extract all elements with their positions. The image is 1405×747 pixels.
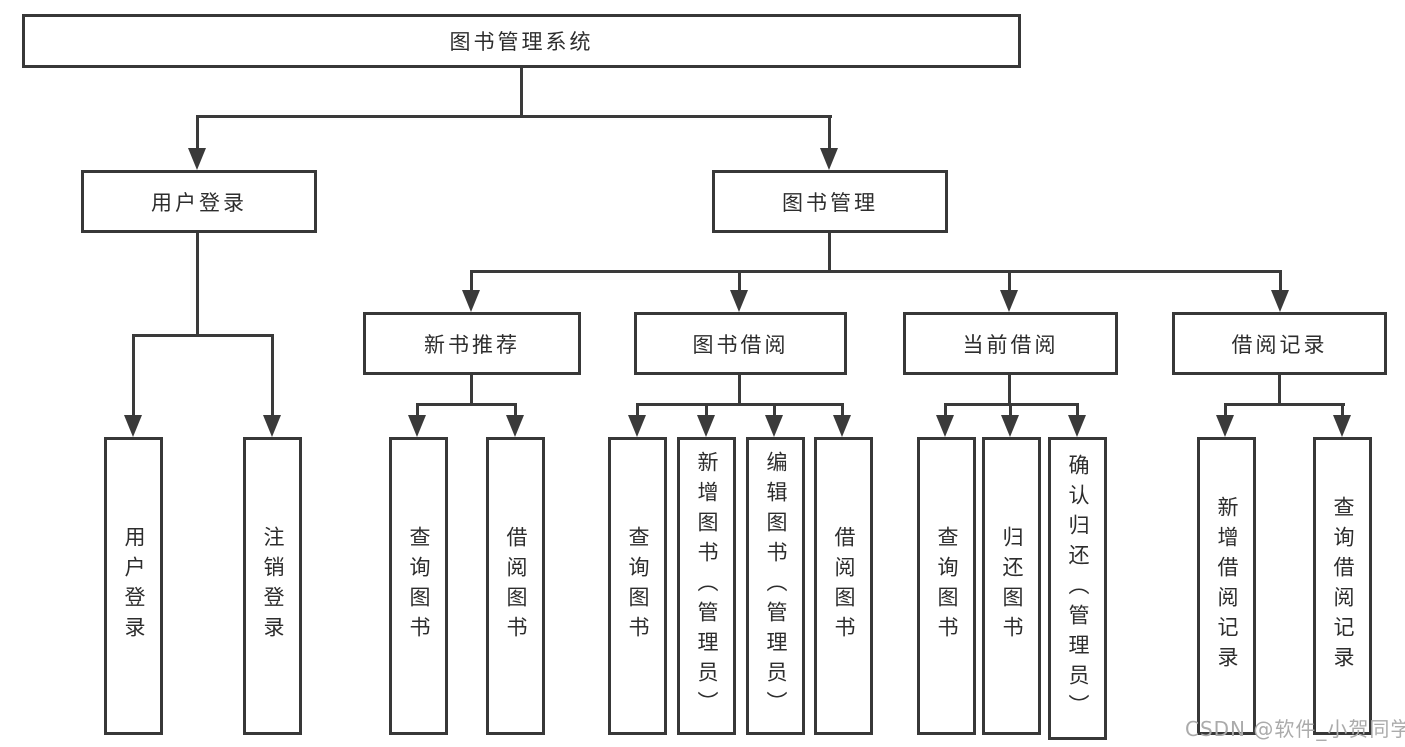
connector-records-bar	[1224, 403, 1345, 406]
leaf-borrow-books-recommend: 借阅图书	[486, 437, 545, 735]
leaf-add-books-admin: 新增图书（管理员）	[677, 437, 736, 735]
arrow-current	[1000, 290, 1018, 312]
node-book-management-label: 图书管理	[782, 190, 878, 215]
arrow-new-book	[462, 290, 480, 312]
connector-cb-leaf1-drop	[944, 403, 947, 416]
arrow-br-leaf2	[1333, 415, 1351, 437]
connector-current-drop	[1008, 270, 1011, 291]
leaf-logout-label: 注销登录	[261, 526, 285, 646]
leaf-query-books-current-label: 查询图书	[935, 526, 959, 646]
connector-br-leaf2-drop	[1341, 403, 1344, 416]
arrow-records	[1271, 290, 1289, 312]
connector-user-login-bar	[132, 334, 274, 337]
node-current-borrowing: 当前借阅	[903, 312, 1118, 375]
leaf-query-books-borrowing: 查询图书	[608, 437, 667, 735]
arrow-cb-leaf2	[1001, 415, 1019, 437]
leaf-query-books-recommend-label: 查询图书	[407, 526, 431, 646]
leaf-query-books-borrowing-label: 查询图书	[626, 526, 650, 646]
leaf-confirm-return-admin-label: 确认归还（管理员）	[1066, 453, 1090, 724]
node-borrowing-records: 借阅记录	[1172, 312, 1387, 375]
leaf-query-books-recommend: 查询图书	[389, 437, 448, 735]
connector-borrowing-drop	[738, 270, 741, 291]
leaf-query-books-current: 查询图书	[917, 437, 976, 735]
leaf-edit-books-admin: 编辑图书（管理员）	[746, 437, 805, 735]
connector-cb-leaf3-drop	[1076, 403, 1079, 416]
arrow-logout-leaf	[263, 415, 281, 437]
arrow-nb-leaf2	[506, 415, 524, 437]
node-root: 图书管理系统	[22, 14, 1021, 68]
arrow-bb-leaf1	[628, 415, 646, 437]
connector-level3-bar	[470, 270, 1282, 273]
leaf-add-borrow-record-label: 新增借阅记录	[1215, 496, 1239, 676]
connector-user-login-stem	[196, 233, 199, 337]
node-user-login: 用户登录	[81, 170, 317, 233]
arrow-cb-leaf3	[1068, 415, 1086, 437]
leaf-query-borrow-record: 查询借阅记录	[1313, 437, 1372, 735]
connector-borrowing-bar	[636, 403, 844, 406]
connector-logout-leaf-drop	[271, 334, 274, 415]
connector-br-leaf1-drop	[1224, 403, 1227, 416]
node-book-borrowing: 图书借阅	[634, 312, 847, 375]
connector-records-drop	[1279, 270, 1282, 291]
connector-book-mgmt-stem	[828, 233, 831, 273]
leaf-borrow-books-recommend-label: 借阅图书	[504, 526, 528, 646]
connector-borrowing-stem	[738, 375, 741, 406]
node-book-borrowing-label: 图书借阅	[692, 332, 789, 357]
node-current-borrowing-label: 当前借阅	[962, 332, 1059, 357]
connector-level2-bar	[196, 115, 832, 118]
leaf-user-login: 用户登录	[104, 437, 163, 735]
arrow-bb-leaf3	[765, 415, 783, 437]
connector-nb-leaf1-drop	[416, 403, 419, 416]
node-user-login-label: 用户登录	[151, 190, 247, 215]
csdn-watermark: CSDN @软件_小贺同学	[1185, 717, 1405, 741]
leaf-return-books-label: 归还图书	[1000, 526, 1024, 646]
arrow-bb-leaf4	[833, 415, 851, 437]
connector-new-book-drop	[470, 270, 473, 291]
arrow-book-mgmt	[820, 148, 838, 170]
connector-bb-leaf2-drop	[705, 403, 708, 416]
leaf-add-borrow-record: 新增借阅记录	[1197, 437, 1256, 735]
node-new-book-recommend: 新书推荐	[363, 312, 581, 375]
leaf-borrow-books-borrowing: 借阅图书	[814, 437, 873, 735]
connector-login-leaf-drop	[132, 334, 135, 415]
connector-cb-leaf2-drop	[1009, 403, 1012, 416]
leaf-edit-books-admin-label: 编辑图书（管理员）	[764, 451, 788, 721]
connector-book-mgmt-drop	[828, 115, 831, 150]
arrow-cb-leaf1	[936, 415, 954, 437]
arrow-user-login	[188, 148, 206, 170]
node-new-book-recommend-label: 新书推荐	[424, 332, 520, 357]
leaf-add-books-admin-label: 新增图书（管理员）	[695, 451, 719, 721]
node-borrowing-records-label: 借阅记录	[1231, 332, 1328, 357]
leaf-query-borrow-record-label: 查询借阅记录	[1331, 496, 1355, 676]
connector-bb-leaf4-drop	[841, 403, 844, 416]
connector-records-stem	[1278, 375, 1281, 406]
leaf-confirm-return-admin: 确认归还（管理员）	[1048, 437, 1107, 740]
leaf-borrow-books-borrowing-label: 借阅图书	[832, 526, 856, 646]
connector-bb-leaf3-drop	[773, 403, 776, 416]
arrow-login-leaf	[124, 415, 142, 437]
connector-root-stem	[520, 68, 523, 118]
connector-current-stem	[1008, 375, 1011, 406]
connector-user-login-drop	[196, 115, 199, 150]
connector-nb-leaf2-drop	[514, 403, 517, 416]
leaf-logout: 注销登录	[243, 437, 302, 735]
node-book-management: 图书管理	[712, 170, 948, 233]
leaf-return-books: 归还图书	[982, 437, 1041, 735]
connector-bb-leaf1-drop	[636, 403, 639, 416]
arrow-nb-leaf1	[408, 415, 426, 437]
node-root-label: 图书管理系统	[449, 30, 594, 54]
arrow-borrowing	[730, 290, 748, 312]
arrow-bb-leaf2	[697, 415, 715, 437]
leaf-user-login-label: 用户登录	[122, 526, 146, 646]
connector-new-book-stem	[470, 375, 473, 406]
arrow-br-leaf1	[1216, 415, 1234, 437]
connector-new-book-bar	[416, 403, 517, 406]
